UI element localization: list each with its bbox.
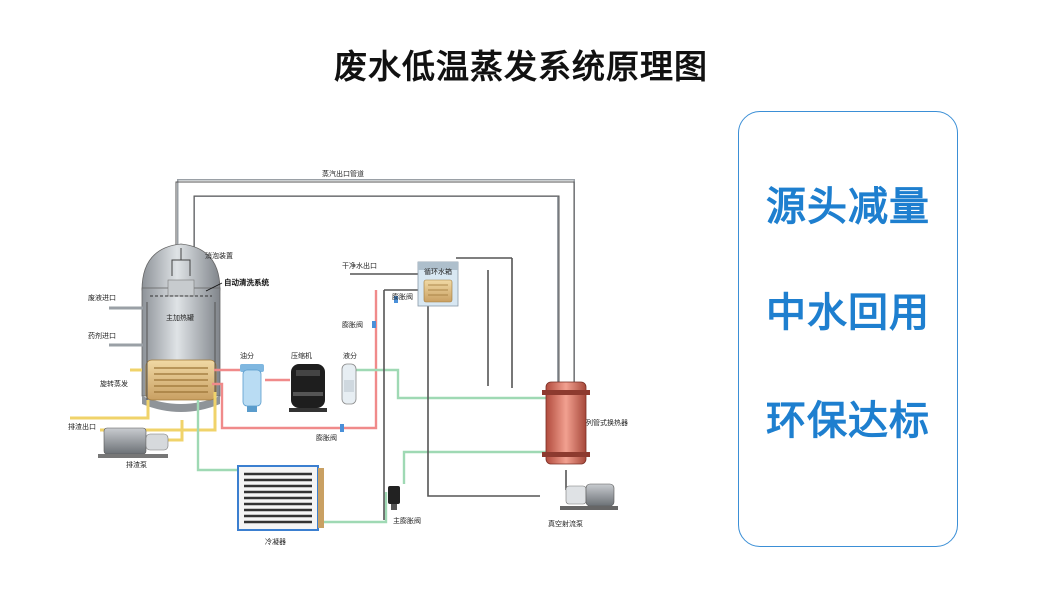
oil-separator — [240, 364, 264, 412]
label-steam-outlet: 蒸汽出口管道 — [322, 169, 364, 178]
label-oil-separator: 油分 — [240, 351, 254, 360]
label-condenser: 冷凝器 — [265, 537, 286, 546]
vacuum-jet-pump — [560, 483, 618, 510]
label-compressor: 压缩机 — [291, 351, 312, 360]
hot-refrigerant-lines — [212, 290, 378, 430]
label-spiral: 旋转蒸发 — [100, 379, 128, 388]
auto-clean-pointer — [205, 282, 223, 292]
label-clean-water-out: 干净水出口 — [342, 261, 377, 270]
benefit-source-reduction: 源头减量 — [766, 184, 930, 230]
label-main-exp-valve: 主膨胀阀 — [393, 516, 421, 525]
label-discharge-out: 排渣出口 — [68, 422, 96, 431]
label-exp-valve-bottom: 膨胀阀 — [316, 433, 337, 442]
compressor — [289, 364, 327, 412]
label-heat-exchanger: 列管式换热器 — [586, 418, 628, 427]
discharge-pump — [98, 427, 169, 458]
label-reagent-in: 药剂进口 — [88, 331, 116, 340]
label-exp-valve-left: 膨胀阀 — [342, 320, 363, 329]
label-heating-tank: 主加热罐 — [166, 313, 194, 322]
main-evaporator-tank — [141, 243, 221, 412]
shell-tube-heat-exchanger — [542, 381, 590, 465]
steam-outlet-pipe — [175, 179, 575, 395]
condenser — [237, 465, 324, 531]
benefits-panel: 源头减量 中水回用 环保达标 — [738, 111, 958, 547]
expansion-valve-bottom — [340, 424, 344, 432]
main-expansion-valve — [388, 486, 400, 510]
cold-refrigerant-lines — [196, 368, 546, 524]
label-defoam: 消泡装置 — [205, 251, 233, 260]
circulating-water-tank — [417, 261, 459, 307]
label-circ-tank: 循环水箱 — [424, 267, 452, 276]
label-wastewater-in: 废液进口 — [88, 293, 116, 302]
water-lines — [350, 257, 567, 520]
label-vacuum-pump: 真空射流泵 — [548, 519, 583, 528]
label-liquid-separator: 液分 — [343, 351, 357, 360]
benefit-compliance: 环保达标 — [766, 398, 930, 444]
inlet-pipes — [109, 306, 143, 347]
label-auto-clean: 自动清洗系统 — [224, 277, 269, 287]
benefit-water-reuse: 中水回用 — [766, 290, 930, 336]
expansion-valve-top — [394, 296, 398, 303]
liquid-separator — [341, 363, 357, 405]
label-discharge-pump: 排渣泵 — [126, 460, 147, 469]
page-title: 废水低温蒸发系统原理图 — [334, 47, 708, 86]
expansion-valve-left — [372, 321, 376, 328]
label-exp-valve-top: 膨胀阀 — [392, 292, 413, 301]
